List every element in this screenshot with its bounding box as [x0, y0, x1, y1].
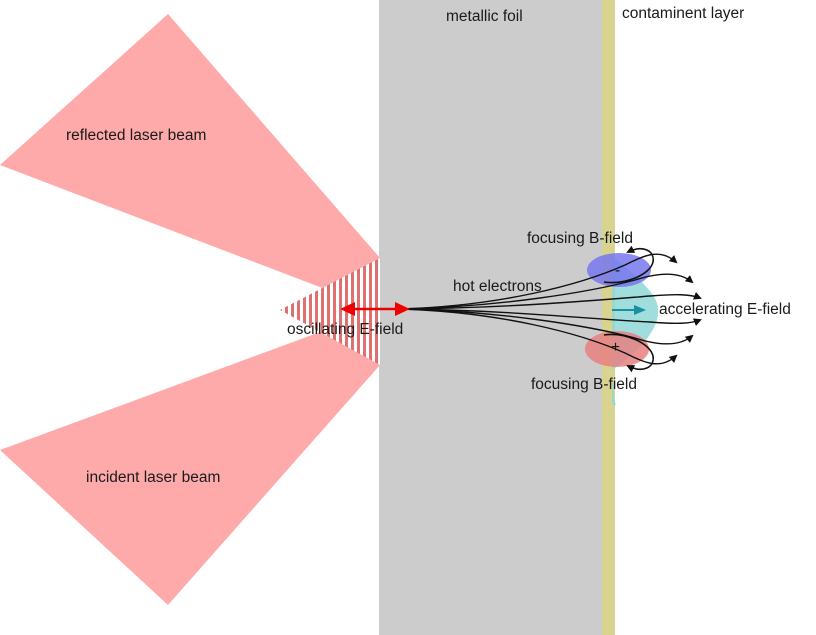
incident-beam-label: incident laser beam	[86, 469, 220, 486]
oscillating-field-arrowhead-left	[340, 302, 355, 316]
metallic-foil-label: metallic foil	[446, 8, 523, 25]
contaminent-layer	[602, 0, 615, 635]
interaction-zone	[280, 258, 380, 365]
hot-electron-trajectories	[399, 253, 702, 365]
oscillating-field-label: oscillating E-field	[287, 321, 403, 338]
reflected-laser-beam	[0, 14, 380, 310]
b-field-loop-top	[603, 245, 654, 284]
incident-laser-beam	[0, 310, 380, 605]
b-field-loop-bottom	[603, 333, 654, 373]
focusing-b-field-top-label: focusing B-field	[527, 230, 633, 247]
contaminent-layer-label: contaminent layer	[622, 5, 744, 22]
accelerating-field-arrowhead	[634, 305, 646, 315]
minus-sign: -	[615, 262, 620, 279]
plus-sign: +	[611, 339, 620, 356]
accelerating-field-label: accelerating E-field	[659, 301, 791, 318]
oscillating-field-arrowhead-right	[395, 302, 410, 316]
accelerating-field-tail	[612, 370, 616, 405]
reflected-beam-label: reflected laser beam	[66, 127, 206, 144]
hot-electrons-label: hot electrons	[453, 278, 542, 295]
focusing-b-field-bottom-label: focusing B-field	[531, 376, 637, 393]
